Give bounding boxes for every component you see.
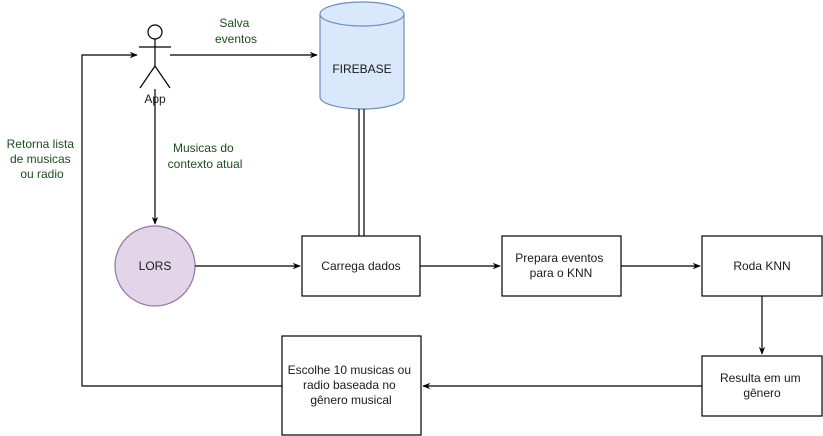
edge-label-returns-list: ou radio <box>20 167 64 181</box>
svg-text:Musicas do contexto atual: Musicas do contexto atual <box>168 141 243 171</box>
svg-text:Retorna lista de musicas: Retorna lista de musicas ou radio <box>7 137 78 181</box>
svg-text:Resulta em um gênero: Resulta em um gênero <box>720 371 804 400</box>
choose-songs-label-line: gênero musical <box>310 393 391 407</box>
prepare-events-box: Prepara eventos para o KNN <box>501 235 622 297</box>
choose-songs-label-line: Escolhe 10 musicas ou <box>288 363 411 377</box>
edge-label-current-context: contexto atual <box>168 157 243 171</box>
svg-text:Carrega dados: Carrega dados <box>321 259 400 273</box>
edge-label-returns-list: de musicas <box>10 152 71 166</box>
edge-label-save-events: eventos <box>215 32 257 46</box>
edge-firebase-to-load-data <box>358 109 365 236</box>
firebase-label: FIREBASE <box>332 62 391 76</box>
load-data-label-line: Carrega dados <box>321 259 400 273</box>
choose-songs-label-line: radio baseada no <box>303 378 396 392</box>
genre-result-box: Resulta em um gênero <box>701 355 823 417</box>
genre-result-label-line: Resulta em um <box>720 371 801 385</box>
run-knn-box: Roda KNN <box>701 235 823 297</box>
app-actor-icon <box>139 24 171 89</box>
svg-text:Prepara eventos para o K: Prepara eventos para o KNN <box>515 251 606 280</box>
lors-label: LORS <box>139 259 172 273</box>
edge-label-save-events: Salva <box>219 16 249 30</box>
lors-node: LORS <box>114 225 196 307</box>
load-data-box: Carrega dados <box>301 235 421 297</box>
svg-text:Roda KNN: Roda KNN <box>733 259 790 273</box>
edge-label-returns-list: Retorna lista <box>7 137 75 151</box>
svg-text:Salva eventos: Salva eventos <box>215 16 257 46</box>
firebase-database-icon: FIREBASE <box>319 1 405 110</box>
firebase-cylinder-top <box>319 1 405 27</box>
edge-label-current-context: Musicas do <box>173 141 234 155</box>
firebase-cylinder-body <box>319 14 405 110</box>
prepare-events-label-line: Prepara eventos <box>515 251 603 265</box>
choose-songs-box: Escolhe 10 musicas ou radio baseada no g… <box>281 335 422 436</box>
run-knn-label-line: Roda KNN <box>733 259 790 273</box>
edge-choose-to-app <box>81 51 282 387</box>
genre-result-label-line: gênero <box>743 386 781 400</box>
svg-text:Escolhe 10 musicas ou ra: Escolhe 10 musicas ou radio baseada no g… <box>288 363 415 407</box>
prepare-events-label-line: para o KNN <box>530 266 593 280</box>
